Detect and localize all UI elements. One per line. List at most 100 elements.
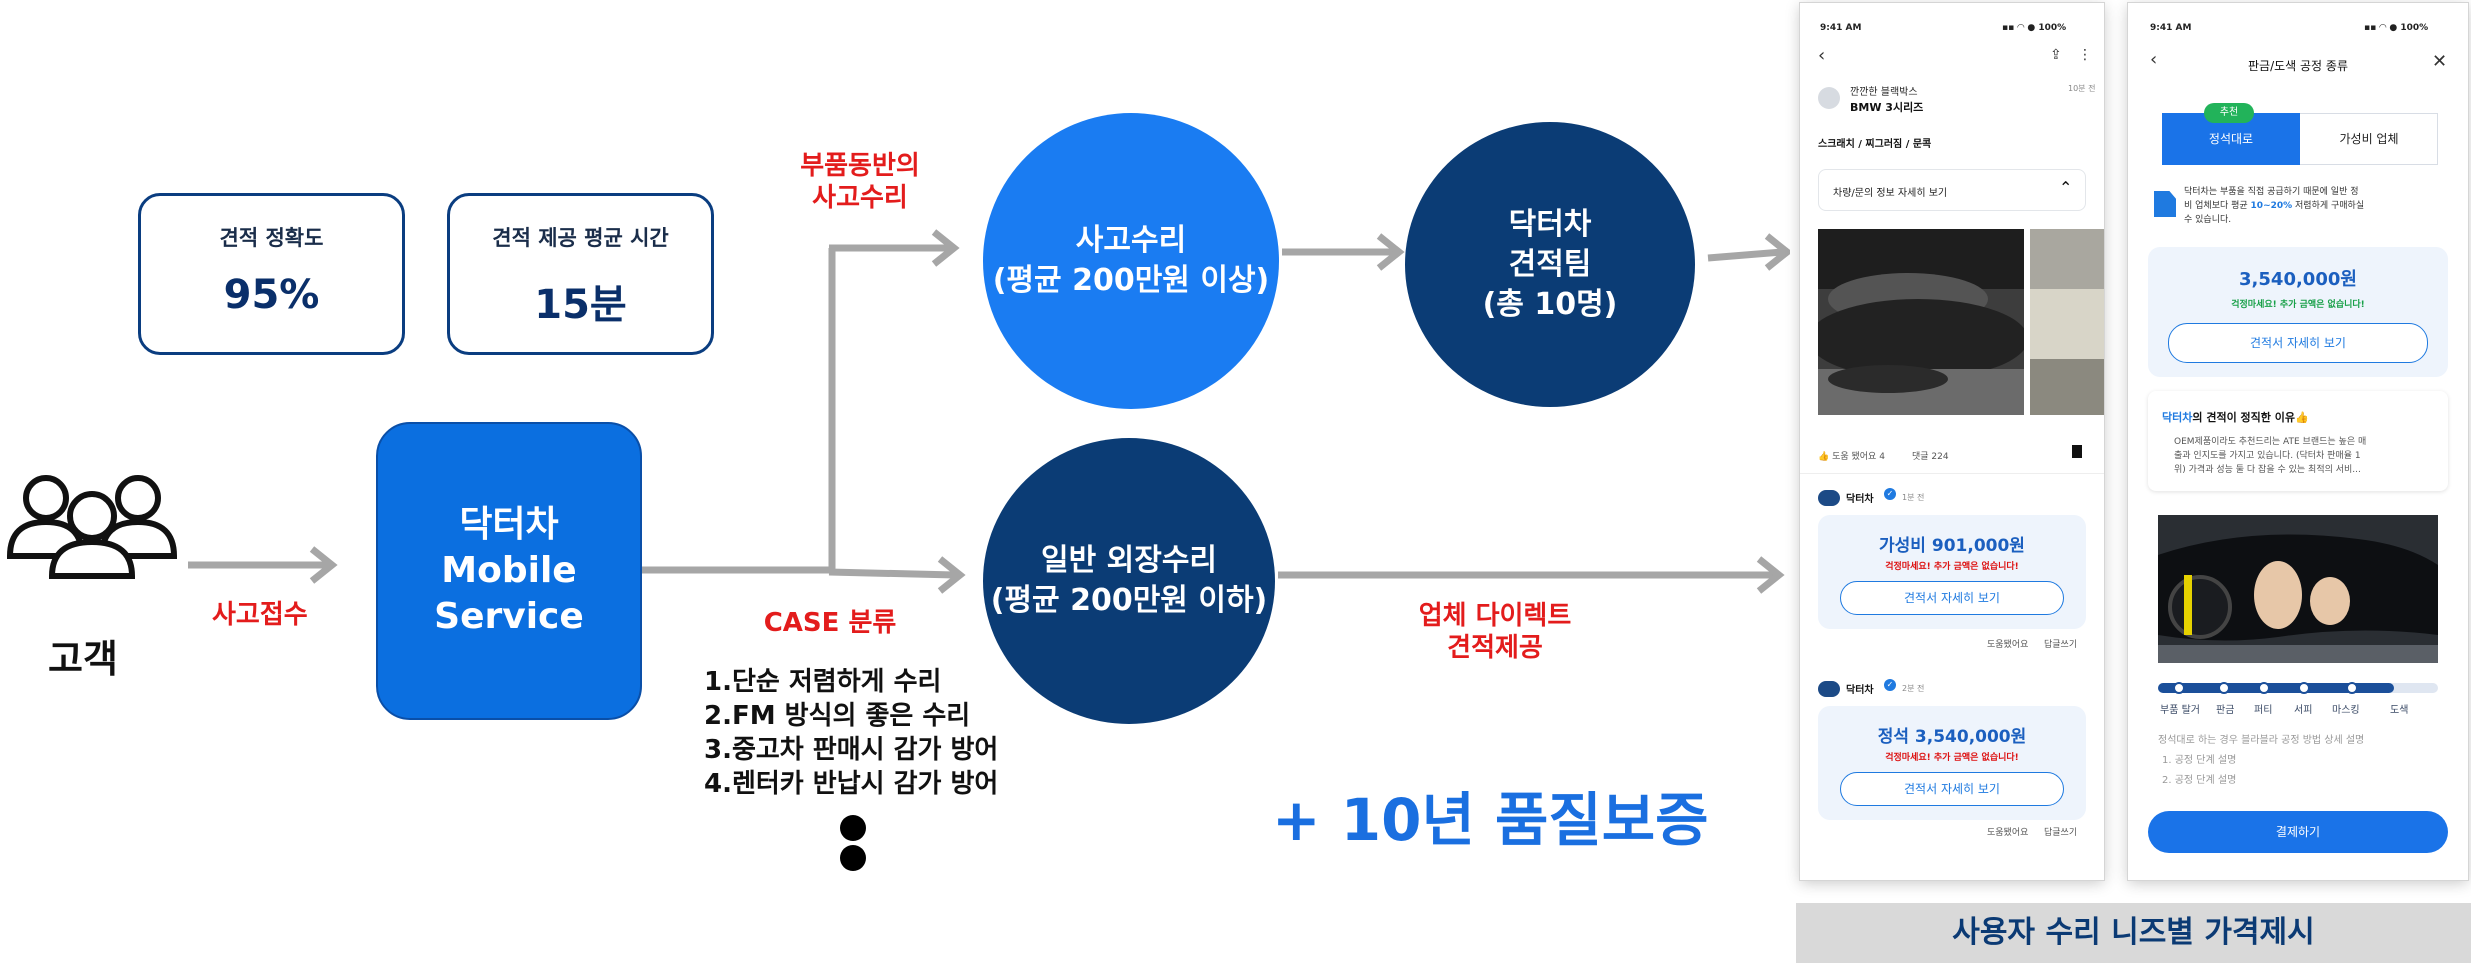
ellipsis-dot — [840, 815, 866, 841]
comment-count[interactable]: 댓글 224 — [1912, 452, 1949, 462]
estimate-team-circle: 닥터차 견적팀 (총 10명) — [1405, 122, 1695, 407]
info-highlight: 10~20% — [2250, 201, 2293, 211]
damage-photo-1[interactable] — [1818, 229, 2024, 415]
quote-author: 닥터차 — [1846, 685, 1874, 696]
quote-price: 가성비 901,000원 — [1879, 536, 2025, 556]
reason-body: OEM제품이라도 추천드리는 ATE 브랜드는 높은 매 출과 인지도를 가지고… — [2174, 435, 2366, 477]
reply-link[interactable]: 답글쓰기 — [2044, 640, 2078, 650]
price-note: 걱정마세요! 추가 금액은 없습니다! — [2231, 300, 2365, 310]
step-label: 퍼티 — [2254, 705, 2273, 716]
step-marker[interactable] — [2173, 682, 2185, 694]
case-item: 4.렌터카 반납시 감가 방어 — [704, 769, 999, 799]
info-toggle[interactable]: 차량/문의 정보 자세히 보기 ⌃ — [1818, 169, 2086, 211]
mobile-service-box: 닥터차 Mobile Service — [376, 422, 642, 720]
warranty-text: + 10년 품질보증 — [1272, 786, 1709, 854]
step-label: 서피 — [2294, 705, 2313, 716]
estimate-team-line3: (총 10명) — [1482, 286, 1618, 322]
customer-label: 고객 — [48, 637, 118, 681]
avatar — [1818, 87, 1840, 109]
branch-top-label: 부품동반의 사고수리 — [790, 150, 930, 214]
verified-icon: ✓ — [1884, 488, 1896, 500]
back-icon[interactable]: ‹ — [1818, 45, 1826, 66]
estimate-team-line1: 닥터차 — [1508, 206, 1592, 242]
damage-photo-2[interactable] — [2030, 229, 2104, 415]
step-label: 도색 — [2390, 705, 2409, 716]
car-repair-photo[interactable] — [2158, 515, 2438, 663]
step-marker[interactable] — [2258, 682, 2270, 694]
post-tags: 스크래치 / 찌그러짐 / 문콕 — [1818, 139, 1932, 150]
info-prefix: 비 업체보다 평균 — [2184, 201, 2251, 211]
step-marker[interactable] — [2298, 682, 2310, 694]
reason-line: 위) 가격과 성능 둘 다 잡을 수 있는 최적의 서비... — [2174, 465, 2361, 475]
customers-icon — [6, 475, 178, 579]
general-repair-line1: 일반 외장수리 — [1040, 543, 1218, 578]
close-icon[interactable]: ✕ — [2432, 51, 2448, 72]
more-icon[interactable]: ⋮ — [2078, 47, 2092, 63]
quote-detail-button[interactable]: 견적서 자세히 보기 — [1840, 581, 2064, 615]
verified-icon: ✓ — [1884, 679, 1896, 691]
phone-quote-feed: 9:41 AM ▪▪ ◠ ● 100% ‹ ⇪ ⋮ 깐깐한 블랙박스 BMW 3… — [1800, 3, 2104, 880]
quote-card: 가성비 901,000원 걱정마세요! 추가 금액은 없습니다! 견적서 자세히… — [1818, 515, 2086, 629]
tab-value[interactable]: 가성비 업체 — [2339, 132, 2399, 146]
price-card: 3,540,000원 걱정마세요! 추가 금액은 없습니다! 견적서 자세히 보… — [2148, 247, 2448, 377]
post-user: 깐깐한 블랙박스 — [1850, 87, 1918, 98]
general-repair-circle: 일반 외장수리 (평균 200만원 이하) — [983, 438, 1275, 724]
process-description: 정석대로 하는 경우 블라블라 공정 방법 상세 설명 — [2158, 735, 2365, 746]
quote-author: 닥터차 — [1846, 494, 1874, 505]
quote-card: 정석 3,540,000원 걱정마세요! 추가 금액은 없습니다! 견적서 자세… — [1818, 706, 2086, 820]
post-time: 10분 전 — [2068, 84, 2096, 93]
metric-accuracy-label: 견적 정확도 — [219, 226, 324, 250]
estimate-team-line2: 견적팀 — [1508, 246, 1592, 282]
recommend-badge: 추천 — [2204, 103, 2254, 123]
process-progress-fill — [2158, 683, 2394, 693]
divider — [1800, 473, 2104, 474]
footer-caption: 사용자 수리 니즈별 가격제시 — [1796, 903, 2471, 963]
battery-level: 100% — [2400, 23, 2429, 33]
accident-repair-line1: 사고수리 — [1075, 223, 1187, 258]
accident-repair-circle: 사고수리 (평균 200만원 이상) — [983, 113, 1279, 409]
step-marker[interactable] — [2218, 682, 2230, 694]
helpful-link[interactable]: 도움됐어요 — [1987, 640, 2029, 650]
share-icon[interactable]: ⇪ — [2050, 47, 2062, 63]
step-marker[interactable] — [2346, 682, 2358, 694]
reason-title: 닥터차의 견적이 정직한 이유👍 — [2162, 409, 2309, 425]
chevron-up-icon: ⌃ — [2059, 178, 2073, 197]
quote-detail-button[interactable]: 견적서 자세히 보기 — [1840, 772, 2064, 806]
metric-accuracy: 견적 정확도 95% — [138, 193, 405, 355]
process-item: 2. 공정 단계 설명 — [2162, 775, 2237, 786]
status-time: 9:41 AM — [1820, 23, 1862, 33]
metric-accuracy-value: 95% — [223, 272, 320, 318]
step-label: 부품 탈거 — [2160, 705, 2200, 716]
flow-arrows — [188, 229, 1790, 594]
quote-note: 걱정마세요! 추가 금액은 없습니다! — [1885, 753, 2019, 763]
helpful-link[interactable]: 도움됐어요 — [1987, 828, 2029, 838]
metric-avg-time-value: 15분 — [534, 282, 627, 328]
reply-link[interactable]: 답글쓰기 — [2044, 828, 2078, 838]
post-car: BMW 3시리즈 — [1850, 101, 1924, 114]
back-icon[interactable]: ‹ — [2150, 49, 2158, 70]
accident-repair-line2: (평균 200만원 이상) — [992, 263, 1270, 298]
reason-line: 출과 인지도를 가지고 있습니다. (닥터차 판매율 1 — [2174, 451, 2361, 461]
case-item: 1.단순 저렴하게 수리 — [704, 667, 942, 697]
case-item: 3.중고차 판매시 감가 방어 — [704, 735, 999, 765]
info-suffix: 저렴하게 구매하실 — [2292, 201, 2365, 211]
case-item: 2.FM 방식의 좋은 수리 — [704, 701, 971, 731]
bookmark-icon[interactable] — [2072, 445, 2082, 458]
quote-time: 2분 전 — [1902, 684, 1925, 693]
status-icons: ▪▪ ◠ ● 100% — [2002, 23, 2067, 33]
battery-level: 100% — [2038, 23, 2067, 33]
service-line3: Service — [434, 596, 584, 637]
status-icons: ▪▪ ◠ ● 100% — [2364, 23, 2429, 33]
pay-button[interactable]: 결제하기 — [2148, 811, 2448, 853]
price-value: 3,540,000원 — [2239, 269, 2357, 290]
direct-line2: 견적제공 — [1447, 633, 1543, 663]
info-line: 닥터차는 부품을 직접 공급하기 때문에 일반 정 — [2184, 187, 2359, 197]
info-toggle-label: 차량/문의 정보 자세히 보기 — [1833, 188, 1948, 199]
info-text: 닥터차는 부품을 직접 공급하기 때문에 일반 정 비 업체보다 평균 10~2… — [2184, 185, 2364, 227]
reason-card: 닥터차의 견적이 정직한 이유👍 OEM제품이라도 추천드리는 ATE 브랜드는… — [2148, 391, 2448, 491]
reason-line: OEM제품이라도 추천드리는 ATE 브랜드는 높은 매 — [2174, 437, 2367, 447]
metric-avg-time-label: 견적 제공 평균 시간 — [492, 226, 669, 250]
estimate-detail-button[interactable]: 견적서 자세히 보기 — [2168, 323, 2428, 363]
likes-count[interactable]: 👍 도움 됐어요 4 — [1818, 452, 1885, 462]
general-repair-line2: (평균 200만원 이하) — [990, 583, 1268, 618]
